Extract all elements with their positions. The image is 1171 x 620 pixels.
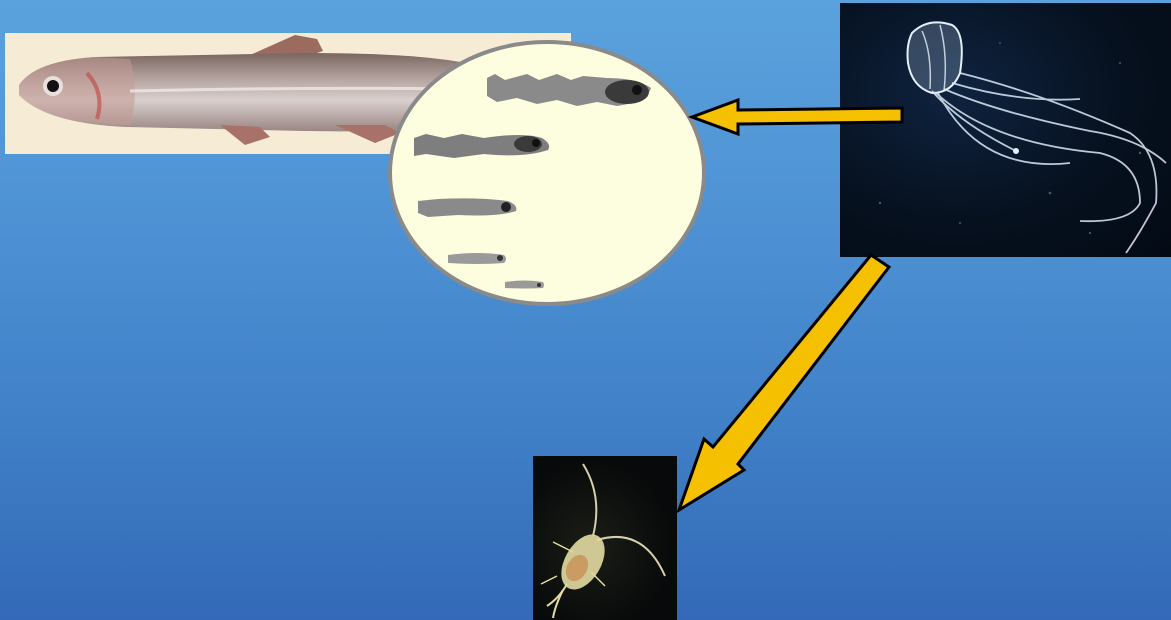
arrow-jellyfish-to-copepod bbox=[679, 255, 889, 510]
arrow-jellyfish-to-larvae bbox=[692, 100, 902, 134]
larvae-stages-panel bbox=[390, 42, 704, 304]
